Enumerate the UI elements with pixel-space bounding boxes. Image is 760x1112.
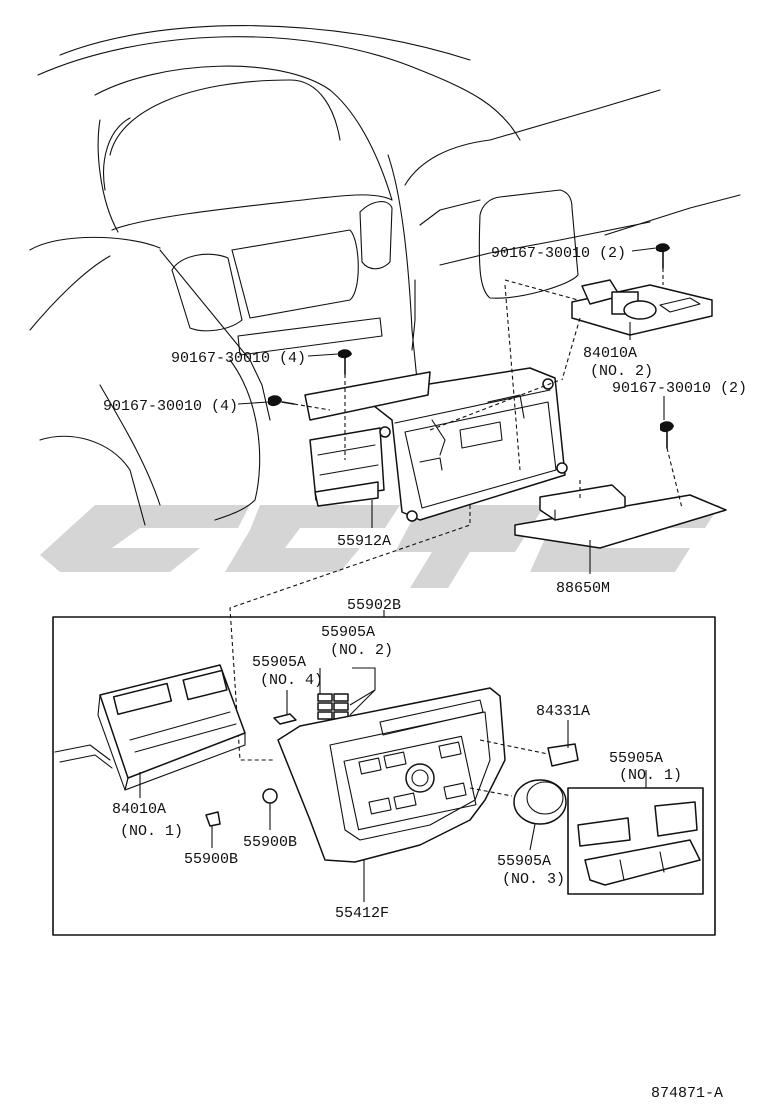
leader-lines [139,247,665,902]
label-screw-left-lower: 90167-30010 (4) [103,398,238,415]
screw-right-lower [660,421,674,449]
knob-55905a-no1 [577,801,701,886]
label-84010a-no1-sub: (NO. 1) [120,823,183,840]
label-55905a-no2-sub: (NO. 2) [330,642,393,659]
screw-left-lower [268,395,295,407]
assembly-lines-top [229,268,683,761]
center-panel-55412f [277,687,506,863]
label-84010a-no2-sub: (NO. 2) [590,363,653,380]
label-84331a: 84331A [536,703,590,720]
label-55900b-b: 55900B [243,834,297,851]
label-88650m: 88650M [556,580,610,597]
label-55912a: 55912A [337,533,391,550]
screw-left-upper [338,349,352,375]
label-55905a-no3: 55905A [497,853,551,870]
screw-top-right [656,243,670,269]
label-55905a-no1-sub: (NO. 1) [619,767,682,784]
cover-plate-88650m [514,484,727,549]
knob-55905a-no3 [469,779,567,825]
label-screw-right-lower: 90167-30010 (2) [612,380,747,397]
callout-labels: 90167-30010 (2) 90167-30010 (4) 90167-30… [103,245,747,1102]
label-55412f: 55412F [335,905,389,922]
knob-no1-frame [567,787,704,895]
label-84010a-no1: 84010A [112,801,166,818]
label-55905a-no4: 55905A [252,654,306,671]
diagram-number: 874871-A [651,1085,723,1102]
label-55900b-a: 55900B [184,851,238,868]
label-screw-left-upper: 90167-30010 (4) [171,350,306,367]
label-55905a-no2: 55905A [321,624,375,641]
label-55902b: 55902B [347,597,401,614]
mounting-bracket-55912a [304,367,568,522]
switch-84331a [479,739,579,767]
knob-55905a-no2 [317,693,349,720]
label-55905a-no3-sub: (NO. 3) [502,871,565,888]
control-module-84010a-no1 [54,664,246,791]
dashboard-outline [29,25,741,526]
label-55905a-no1: 55905A [609,750,663,767]
label-84010a-no2: 84010A [583,345,637,362]
label-screw-top-right: 90167-30010 (2) [491,245,626,262]
clip-55900b-a [205,811,221,827]
knob-55905a-no4 [273,713,297,725]
label-55905a-no4-sub: (NO. 4) [260,672,323,689]
control-module-84010a-no2 [571,279,713,336]
